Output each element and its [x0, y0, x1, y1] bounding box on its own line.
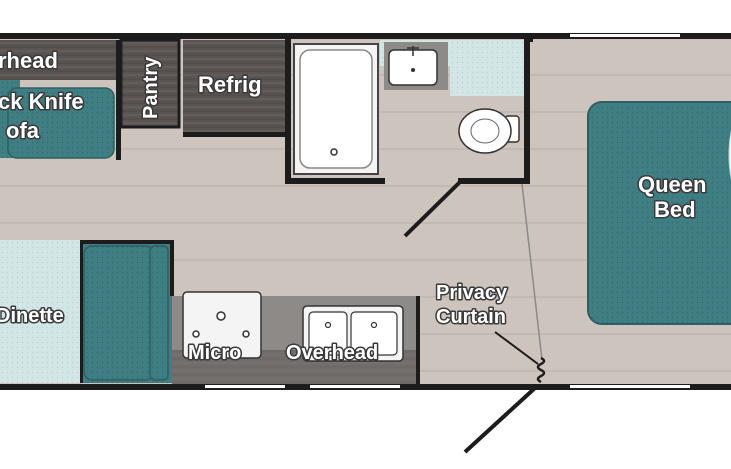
shower-drain: [330, 148, 338, 156]
curtain-pointer: [494, 331, 539, 365]
kitchen-sink-icon: [302, 305, 404, 362]
sink-faucet: [407, 46, 419, 56]
toilet-icon: [458, 108, 520, 154]
overhead-label-top: rhead: [0, 48, 58, 73]
overhead-label-bottom: Overhead: [286, 342, 378, 364]
dinette-top-wall: [80, 240, 174, 244]
dinette-label: Dinette: [0, 305, 64, 327]
privacy-label-1: Privacy: [436, 282, 508, 304]
dinette-cushion: [83, 245, 155, 381]
privacy-label-2: Curtain: [436, 306, 506, 328]
dinette-right-wall: [170, 240, 174, 296]
refrig-label: Refrig: [198, 72, 262, 97]
bathroom-right-wall: [524, 38, 530, 184]
dinette-back: [149, 245, 169, 381]
shower-icon: [299, 49, 373, 169]
micro-label: Micro: [188, 342, 241, 364]
jack-knife-label-2: ofa: [6, 118, 40, 143]
refrigerator-base: [183, 132, 285, 137]
top-wall: [0, 33, 731, 39]
bathroom-bottom-wall-left: [285, 178, 385, 184]
queen-bed-label-2: Bed: [654, 197, 696, 222]
refrigerator: [183, 40, 285, 132]
bathroom-walls: [285, 38, 291, 184]
jack-knife-sofa: [7, 87, 115, 159]
queen-bed-label-1: Queen: [638, 172, 706, 197]
sink-drain: [411, 68, 415, 72]
dinette-divider: [80, 240, 83, 383]
privacy-curtain-line: [521, 183, 543, 361]
bathroom-bottom-wall-right: [458, 178, 530, 184]
bathroom-tile-right: [450, 40, 524, 96]
windows: [205, 34, 690, 388]
queen-bed: [587, 101, 731, 325]
pantry-label: Pantry: [140, 56, 162, 119]
jack-knife-label-1: ck Knife: [0, 89, 84, 114]
entry-door-swing-icon: [463, 386, 537, 454]
sofa-wall: [116, 40, 121, 160]
pantry: [119, 38, 181, 129]
kitchen-counter-edge: [416, 296, 420, 384]
privacy-curtain-icon: [536, 356, 546, 384]
stove-icon: [182, 291, 262, 359]
bedroom-left-wall-top: [530, 38, 533, 42]
bathroom-door-swing-icon: [403, 178, 464, 238]
dinette-table: [0, 240, 80, 383]
overhead-cabinet-top: [0, 40, 116, 80]
